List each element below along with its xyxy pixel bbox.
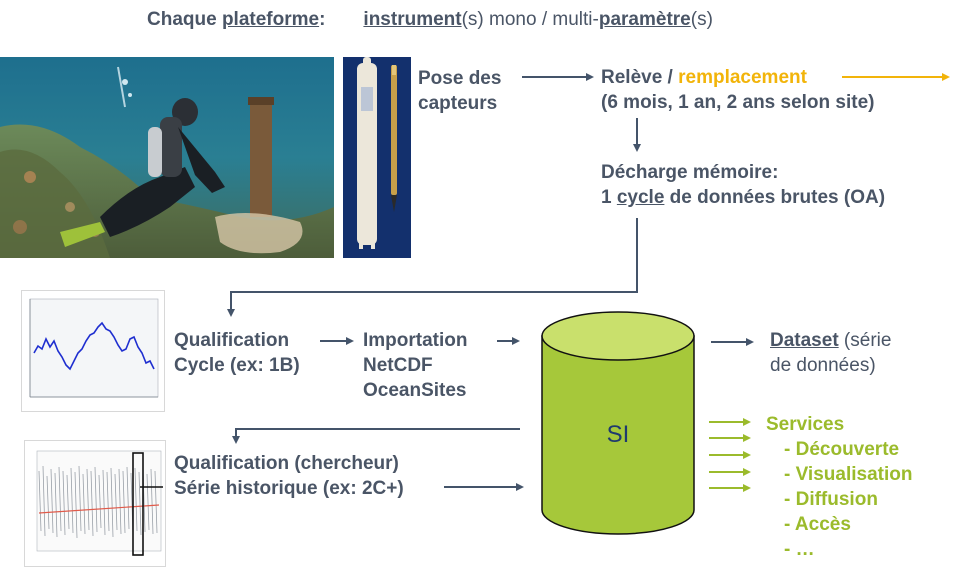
qualification-cycle-text: Qualification Cycle (ex: 1B): [174, 330, 300, 376]
service-item-decouverte: - Découverte: [784, 439, 900, 460]
importation-text: Importation NetCDF OceanSites: [363, 330, 468, 401]
header-title: Chaque plateforme:instrument(s) mono / m…: [147, 9, 713, 30]
raw-series-chart-thumbnail: [21, 290, 165, 412]
releve-text: Relève / remplacement (6 mois, 1 an, 2 a…: [601, 67, 875, 113]
service-item-acces: - Accès: [784, 514, 851, 535]
services-title: Services: [766, 414, 845, 435]
dataset-text: Dataset (série de données): [770, 330, 892, 376]
decharge-memoire-text: Décharge mémoire: 1 cycle de données bru…: [601, 162, 886, 208]
qualification-chercheur-text: Qualification (chercheur) Série historiq…: [174, 453, 404, 499]
service-item-more: - …: [784, 539, 815, 560]
si-database-cylinder: SI: [540, 310, 696, 536]
arrow-si-to-qualification-chercheur: [232, 428, 520, 444]
services-list: Services - Découverte - Visualisation - …: [766, 412, 912, 562]
sensor-photo: [343, 57, 411, 258]
historical-series-chart-thumbnail: [24, 440, 166, 567]
service-item-visualisation: - Visualisation: [784, 464, 913, 485]
diver-photo: [0, 57, 334, 258]
service-item-diffusion: - Diffusion: [784, 489, 878, 510]
si-label: SI: [607, 421, 630, 448]
pose-capteurs-text: Pose des capteurs: [418, 68, 502, 114]
